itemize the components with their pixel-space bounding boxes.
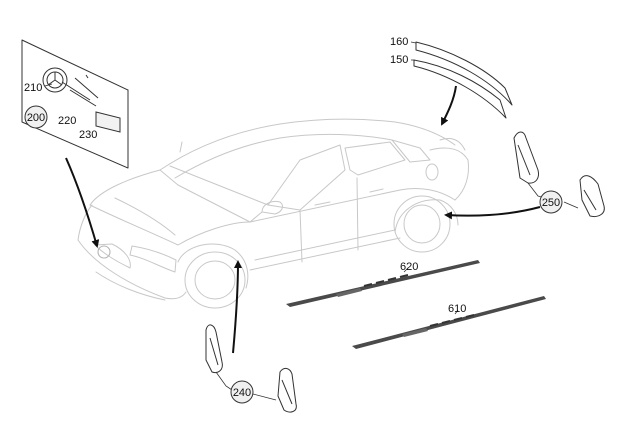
callout-620: 620: [400, 261, 418, 273]
badge-kit-panel: [21, 39, 129, 169]
bubble-250: 250: [539, 190, 563, 214]
arrow-kit-to-front: [65, 157, 100, 248]
spoiler-lip-parts: [410, 41, 513, 119]
callout-160: 160: [390, 36, 408, 48]
bubble-240-label: 240: [233, 387, 251, 399]
bubble-200-label: 200: [27, 112, 45, 124]
arrow-spoiler-to-trunk: [441, 85, 457, 126]
callout-610: 610: [448, 303, 466, 315]
arrow-rear-flaps-to-wheel: [444, 206, 541, 220]
car-illustration: [77, 118, 469, 309]
side-stripe-decal-610: [352, 296, 546, 349]
mudflap-set-front: [205, 324, 297, 413]
callout-150: 150: [390, 54, 408, 66]
bubble-200: 200: [24, 105, 48, 129]
callout-210: 210: [24, 82, 42, 94]
bubble-240: 240: [230, 380, 254, 404]
callout-220: 220: [58, 115, 76, 127]
side-stripe-decal-620: [286, 260, 480, 307]
callout-230: 230: [79, 129, 97, 141]
bubble-250-label: 250: [542, 197, 560, 209]
arrow-front-flaps-to-wheel: [232, 260, 242, 354]
